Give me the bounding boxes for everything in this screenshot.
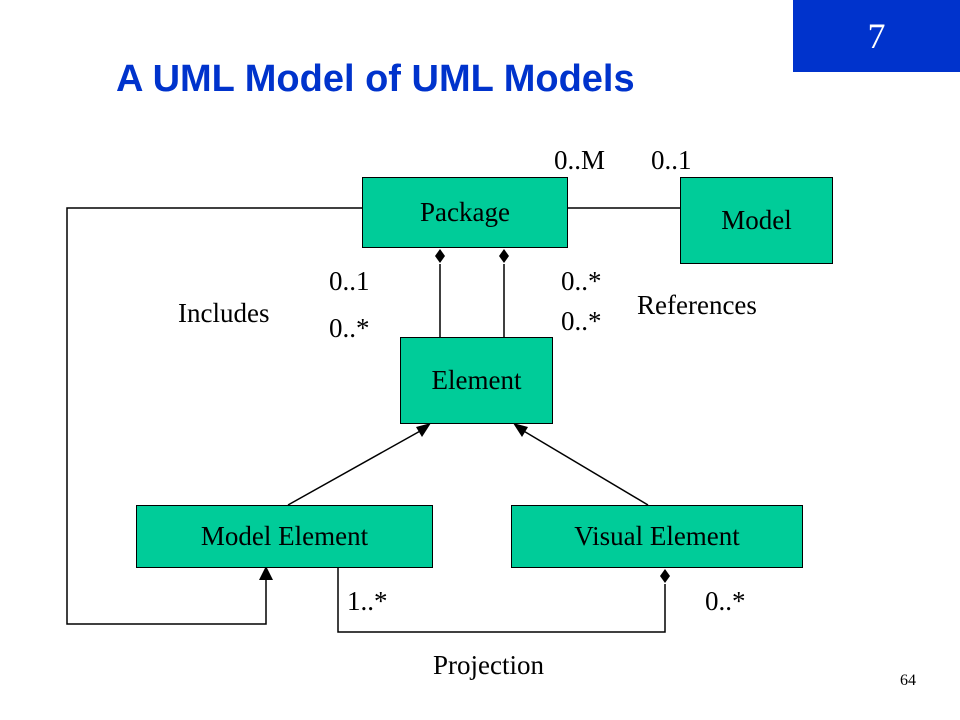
visual-element-box: Visual Element bbox=[511, 505, 803, 568]
package-box: Package bbox=[362, 177, 568, 248]
multiplicity-label: 0..* bbox=[561, 266, 602, 296]
visual-element-label: Visual Element bbox=[574, 521, 740, 551]
model-label: Model bbox=[721, 205, 792, 235]
element-label: Element bbox=[431, 365, 522, 395]
multiplicity-label: 0..1 bbox=[329, 266, 370, 296]
package-label: Package bbox=[420, 197, 510, 227]
multiplicity-label: 0..* bbox=[561, 306, 602, 336]
page-number: 64 bbox=[900, 672, 916, 689]
projection-diamond bbox=[660, 569, 670, 583]
multiplicity-label: 0..* bbox=[705, 586, 746, 616]
projection-label: Projection bbox=[433, 650, 544, 680]
multiplicity-label: 1..* bbox=[347, 586, 388, 616]
model-element-generalization bbox=[287, 429, 423, 506]
includes-label: Includes bbox=[178, 298, 270, 328]
multiplicity-label: 0..1 bbox=[651, 145, 692, 175]
slide-number-badge: 7 bbox=[793, 0, 960, 72]
generalization-arrowhead-right bbox=[513, 423, 528, 437]
multiplicity-label: 0..* bbox=[329, 313, 370, 343]
element-box: Element bbox=[400, 337, 553, 424]
model-element-arrowhead bbox=[259, 566, 273, 580]
references-diamond bbox=[499, 249, 509, 263]
page-title: A UML Model of UML Models bbox=[116, 58, 635, 100]
includes-diamond bbox=[435, 249, 445, 263]
references-label: References bbox=[637, 290, 757, 320]
model-element-box: Model Element bbox=[136, 505, 433, 568]
slide-number: 7 bbox=[867, 16, 886, 56]
multiplicity-label: 0..M bbox=[554, 145, 606, 175]
projection-line bbox=[337, 568, 666, 633]
generalization-arrowhead-left bbox=[416, 423, 431, 437]
model-box: Model bbox=[680, 177, 833, 264]
package-model-element-link bbox=[66, 207, 362, 625]
visual-element-generalization bbox=[521, 429, 649, 506]
model-element-label: Model Element bbox=[200, 521, 369, 551]
